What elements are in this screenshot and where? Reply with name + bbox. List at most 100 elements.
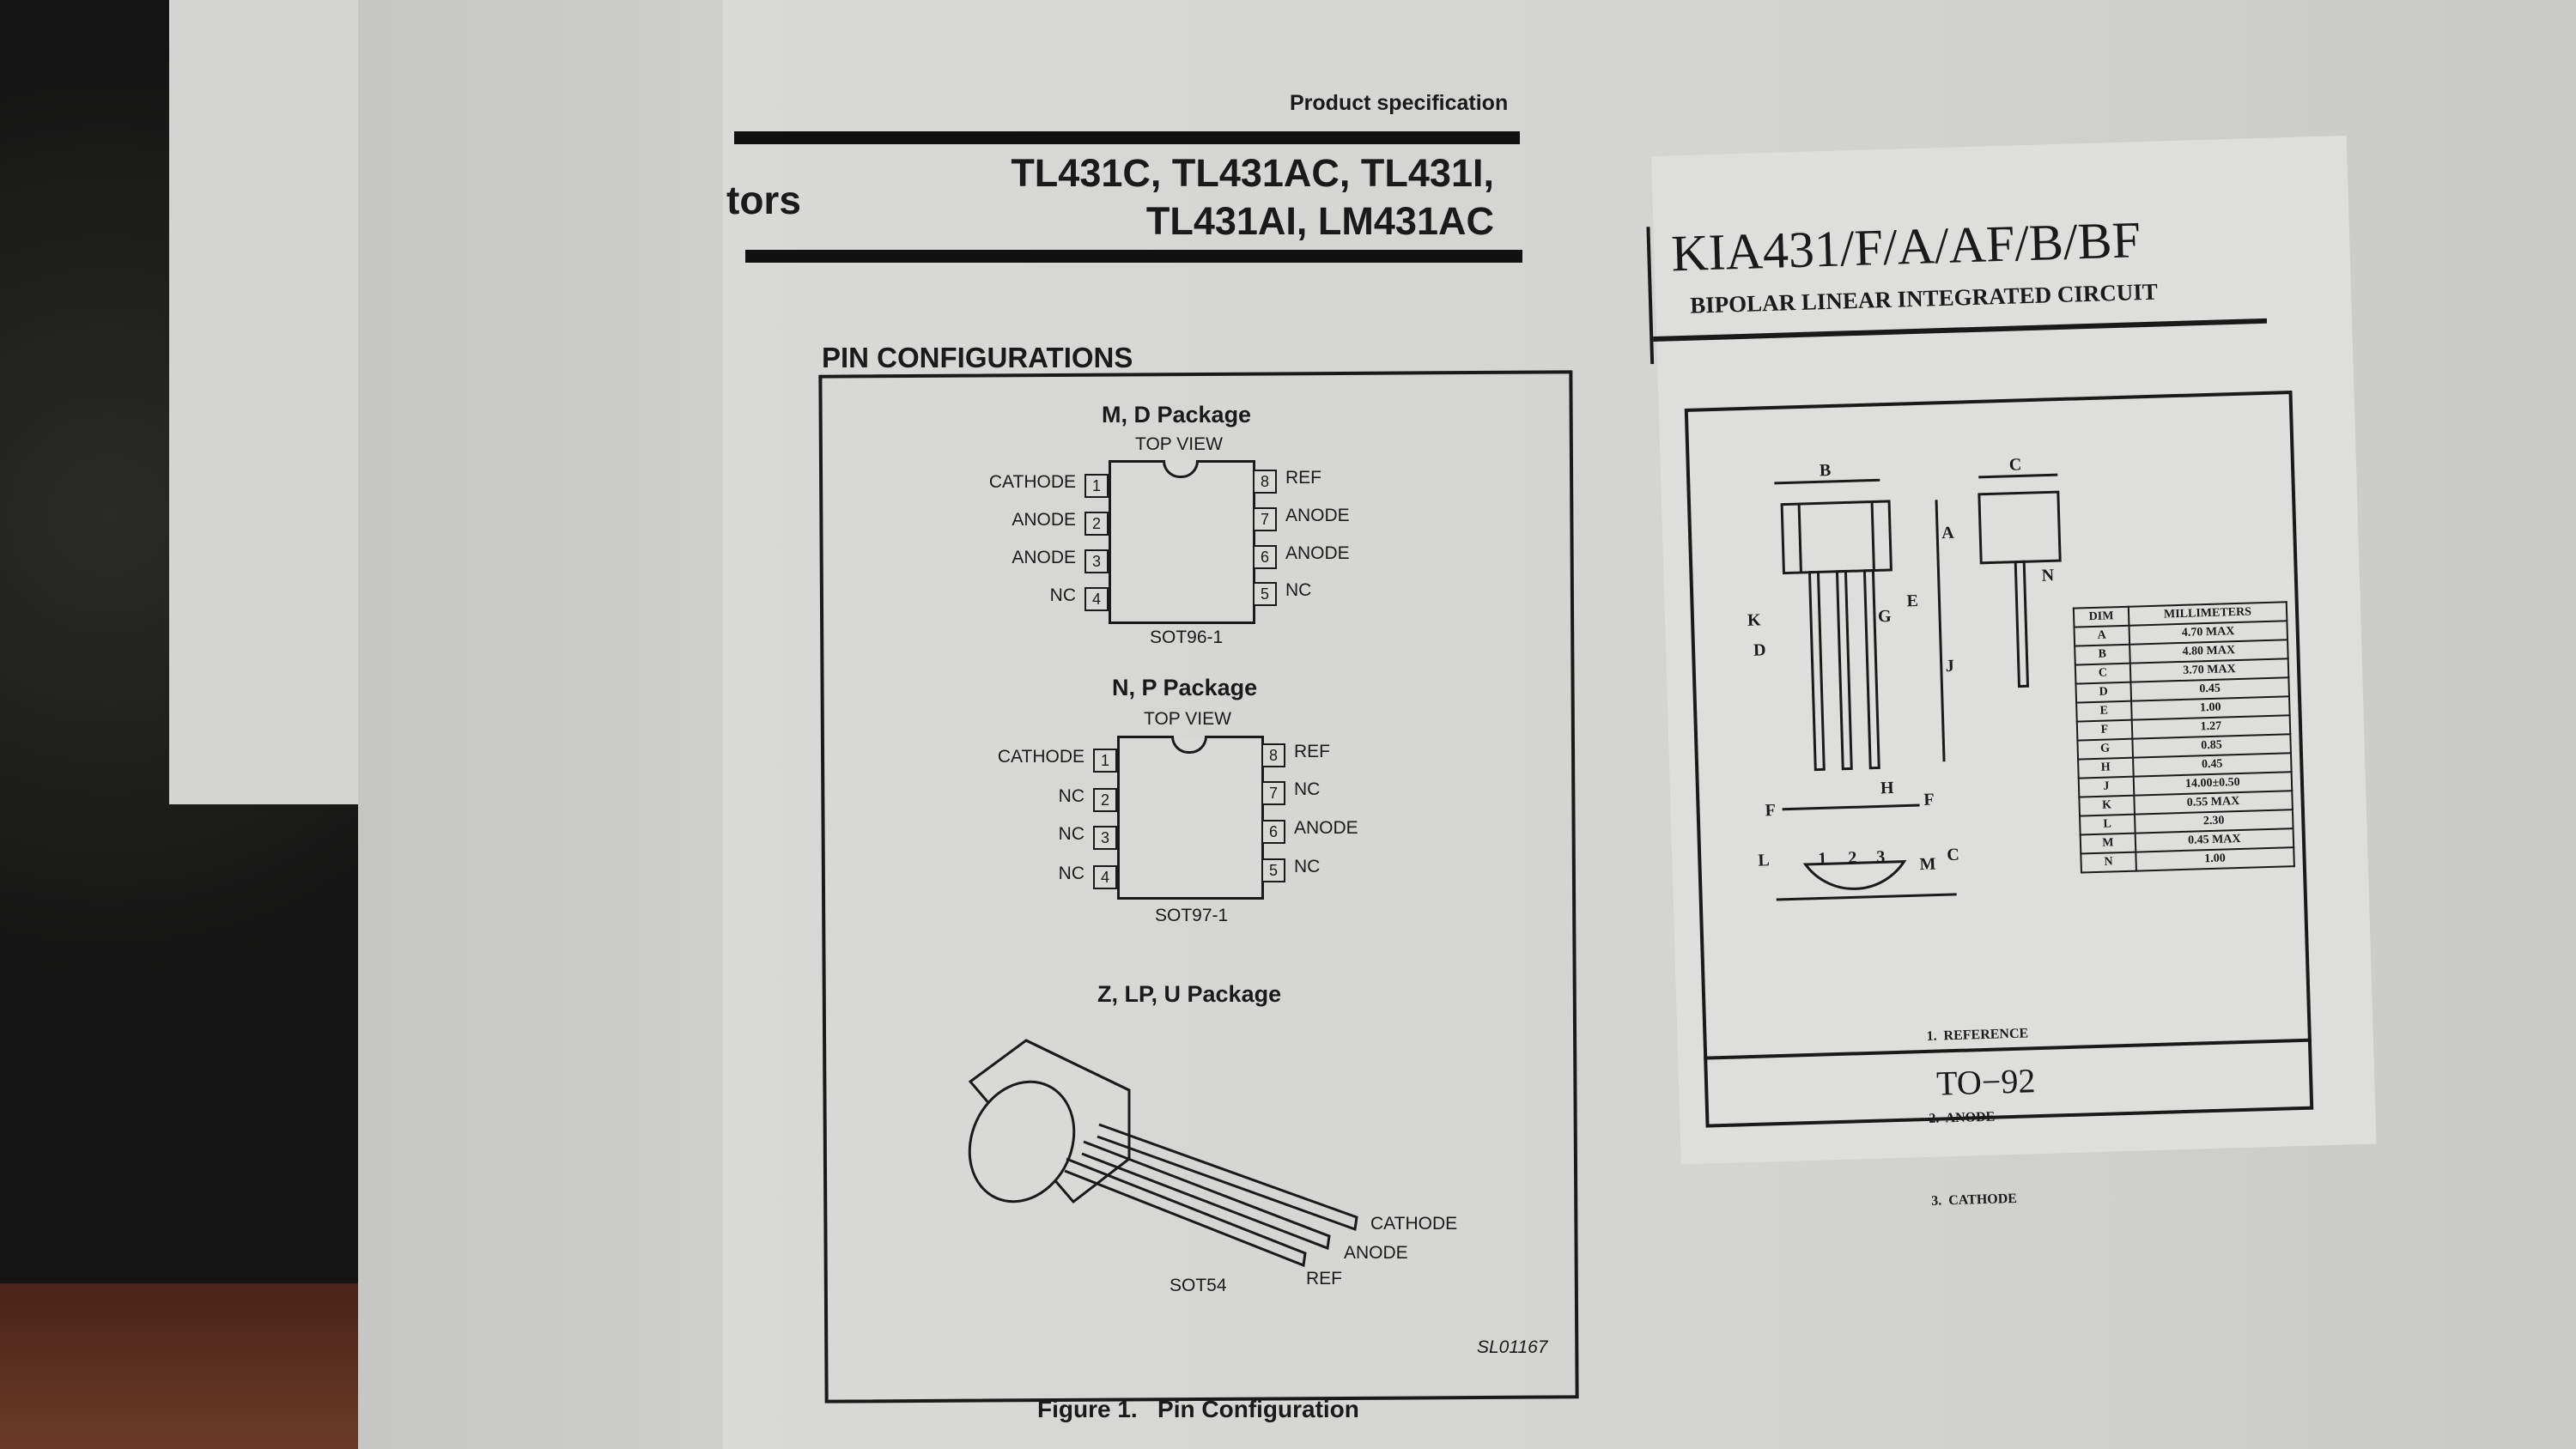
pin-label: NC [1058,786,1084,806]
header-rule-bottom [745,250,1522,263]
pin-legend: 1. REFERENCE 2. ANODE 3. CATHODE [1924,965,2035,1270]
lead-cathode-label: CATHODE [1370,1214,1458,1234]
pin-number: 3 [1084,549,1109,573]
section-title: PIN CONFIGURATIONS [822,342,1133,373]
dim-label-e: E [1906,591,1918,610]
dim-label-f-right: F [1923,791,1935,809]
pin-number: 6 [1253,545,1277,569]
cell-dim: M [2080,833,2136,854]
pin-legend-item: 2. ANODE [1929,1109,1996,1126]
pin-legend-item: 1. REFERENCE [1926,1026,2029,1044]
pin-label: NC [1294,857,1321,876]
pin-number: 7 [1261,781,1285,805]
pin-number: 3 [1093,826,1117,850]
pin-number: 7 [1253,507,1277,531]
header-label: Product specification [1290,91,1509,115]
cell-dim: E [2076,700,2132,722]
pin-label: ANODE [1294,818,1358,838]
cell-value: 1.00 [2136,847,2294,871]
dim-label-c2: C [1947,846,1959,864]
cell-dim: C [2075,663,2131,684]
pin-label: REF [1294,742,1330,761]
cell-dim: N [2081,852,2136,873]
lead-anode-label: ANODE [1344,1243,1408,1263]
dim-label-c: C [2009,455,2022,474]
cell-dim: B [2075,644,2130,665]
pin-number-3: 3 [1876,847,1886,866]
pin-number: 4 [1093,865,1117,889]
figure-caption: Figure 1. Pin Configuration [1037,1396,1359,1422]
lead-ref-label: REF [1306,1269,1342,1288]
figure-id: SL01167 [1477,1337,1548,1357]
np-top-view: TOP VIEW [1144,709,1231,729]
pin-number: 1 [1084,474,1109,498]
pin-label: ANODE [1012,510,1076,530]
dim-label-l: L [1758,851,1770,870]
dim-label-j: J [1945,657,1954,676]
pin-number: 8 [1261,743,1285,767]
pin-number-1: 1 [1818,849,1827,868]
title-underline [1653,318,2268,343]
pin-number: 8 [1253,470,1277,494]
pin-label: CATHODE [988,472,1076,492]
cell-dim: K [2079,795,2135,816]
kia431-datasheet: KIA431/F/A/AF/B/BF BIPOLAR LINEAR INTEGR… [1646,135,2377,1209]
pin-label: NC [1058,824,1084,844]
pin-number: 6 [1261,820,1285,844]
dim-label-k: K [1747,610,1762,629]
pin-label: NC [1049,585,1076,605]
kia-subtitle: BIPOLAR LINEAR INTEGRATED CIRCUIT [1689,278,2159,318]
header-rule-top [734,131,1520,144]
zlpu-package-title: Z, LP, U Package [1097,981,1282,1007]
to92-dimension-drawing: B C A K D E G J H N F F L M C 1 2 3 [1747,455,2062,901]
pin-number-2: 2 [1848,848,1857,867]
pin-label: CATHODE [997,747,1084,767]
kia-title: KIA431/F/A/AF/B/BF [1670,211,2142,282]
dim-label-f-left: F [1765,801,1776,820]
cell-dim: G [2077,738,2133,760]
dim-label-g: G [1878,607,1893,626]
pin-legend-item: 3. CATHODE [1931,1191,2018,1209]
part-numbers: TL431C, TL431AC, TL431I, TL431AI, LM431A… [945,149,1494,246]
zlpu-package-code: SOT54 [1170,1276,1227,1295]
pin-label: ANODE [1285,506,1350,525]
pin-label: ANODE [1012,548,1076,567]
wood-surface [0,1283,361,1449]
part-line-1: TL431C, TL431AC, TL431I, [1011,151,1494,195]
md-package-title: M, D Package [1102,402,1252,427]
pin-label: ANODE [1285,543,1350,563]
pin-label: NC [1058,864,1084,883]
pin-number: 2 [1093,788,1117,812]
pin-number: 1 [1093,749,1117,773]
dim-label-n: N [2041,566,2055,585]
pin-label: REF [1285,468,1321,488]
pin-number: 4 [1084,587,1109,611]
pin-number: 2 [1084,512,1109,536]
np-package-code: SOT97-1 [1155,906,1229,925]
cell-dim: L [2080,814,2136,835]
dim-label-a: A [1941,524,1955,543]
md-ic-body [1109,460,1255,624]
to92-3d-drawing [968,1039,1358,1268]
md-package-code: SOT96-1 [1150,627,1224,647]
cell-dim: F [2076,719,2133,741]
section-fragment: tors [726,178,801,222]
pin-label: NC [1285,580,1312,600]
cell-dim: A [2074,625,2129,646]
middle-paper-sheet [358,0,744,1449]
header-dim: DIM [2073,606,2129,627]
dim-label-b: B [1820,461,1832,480]
np-ic-body [1117,736,1264,900]
pin-label: NC [1294,779,1321,799]
dim-label-d: D [1753,640,1766,659]
cell-dim: D [2075,682,2131,703]
pin-number: 5 [1253,582,1277,606]
dim-label-m: M [1919,855,1936,875]
cell-dim: J [2078,776,2135,797]
pin-number: 5 [1261,858,1285,882]
part-line-2: TL431AI, LM431AC [1145,199,1494,243]
back-paper-sheet [169,0,367,804]
dim-label-h: H [1880,779,1895,797]
md-top-view: TOP VIEW [1135,434,1223,454]
